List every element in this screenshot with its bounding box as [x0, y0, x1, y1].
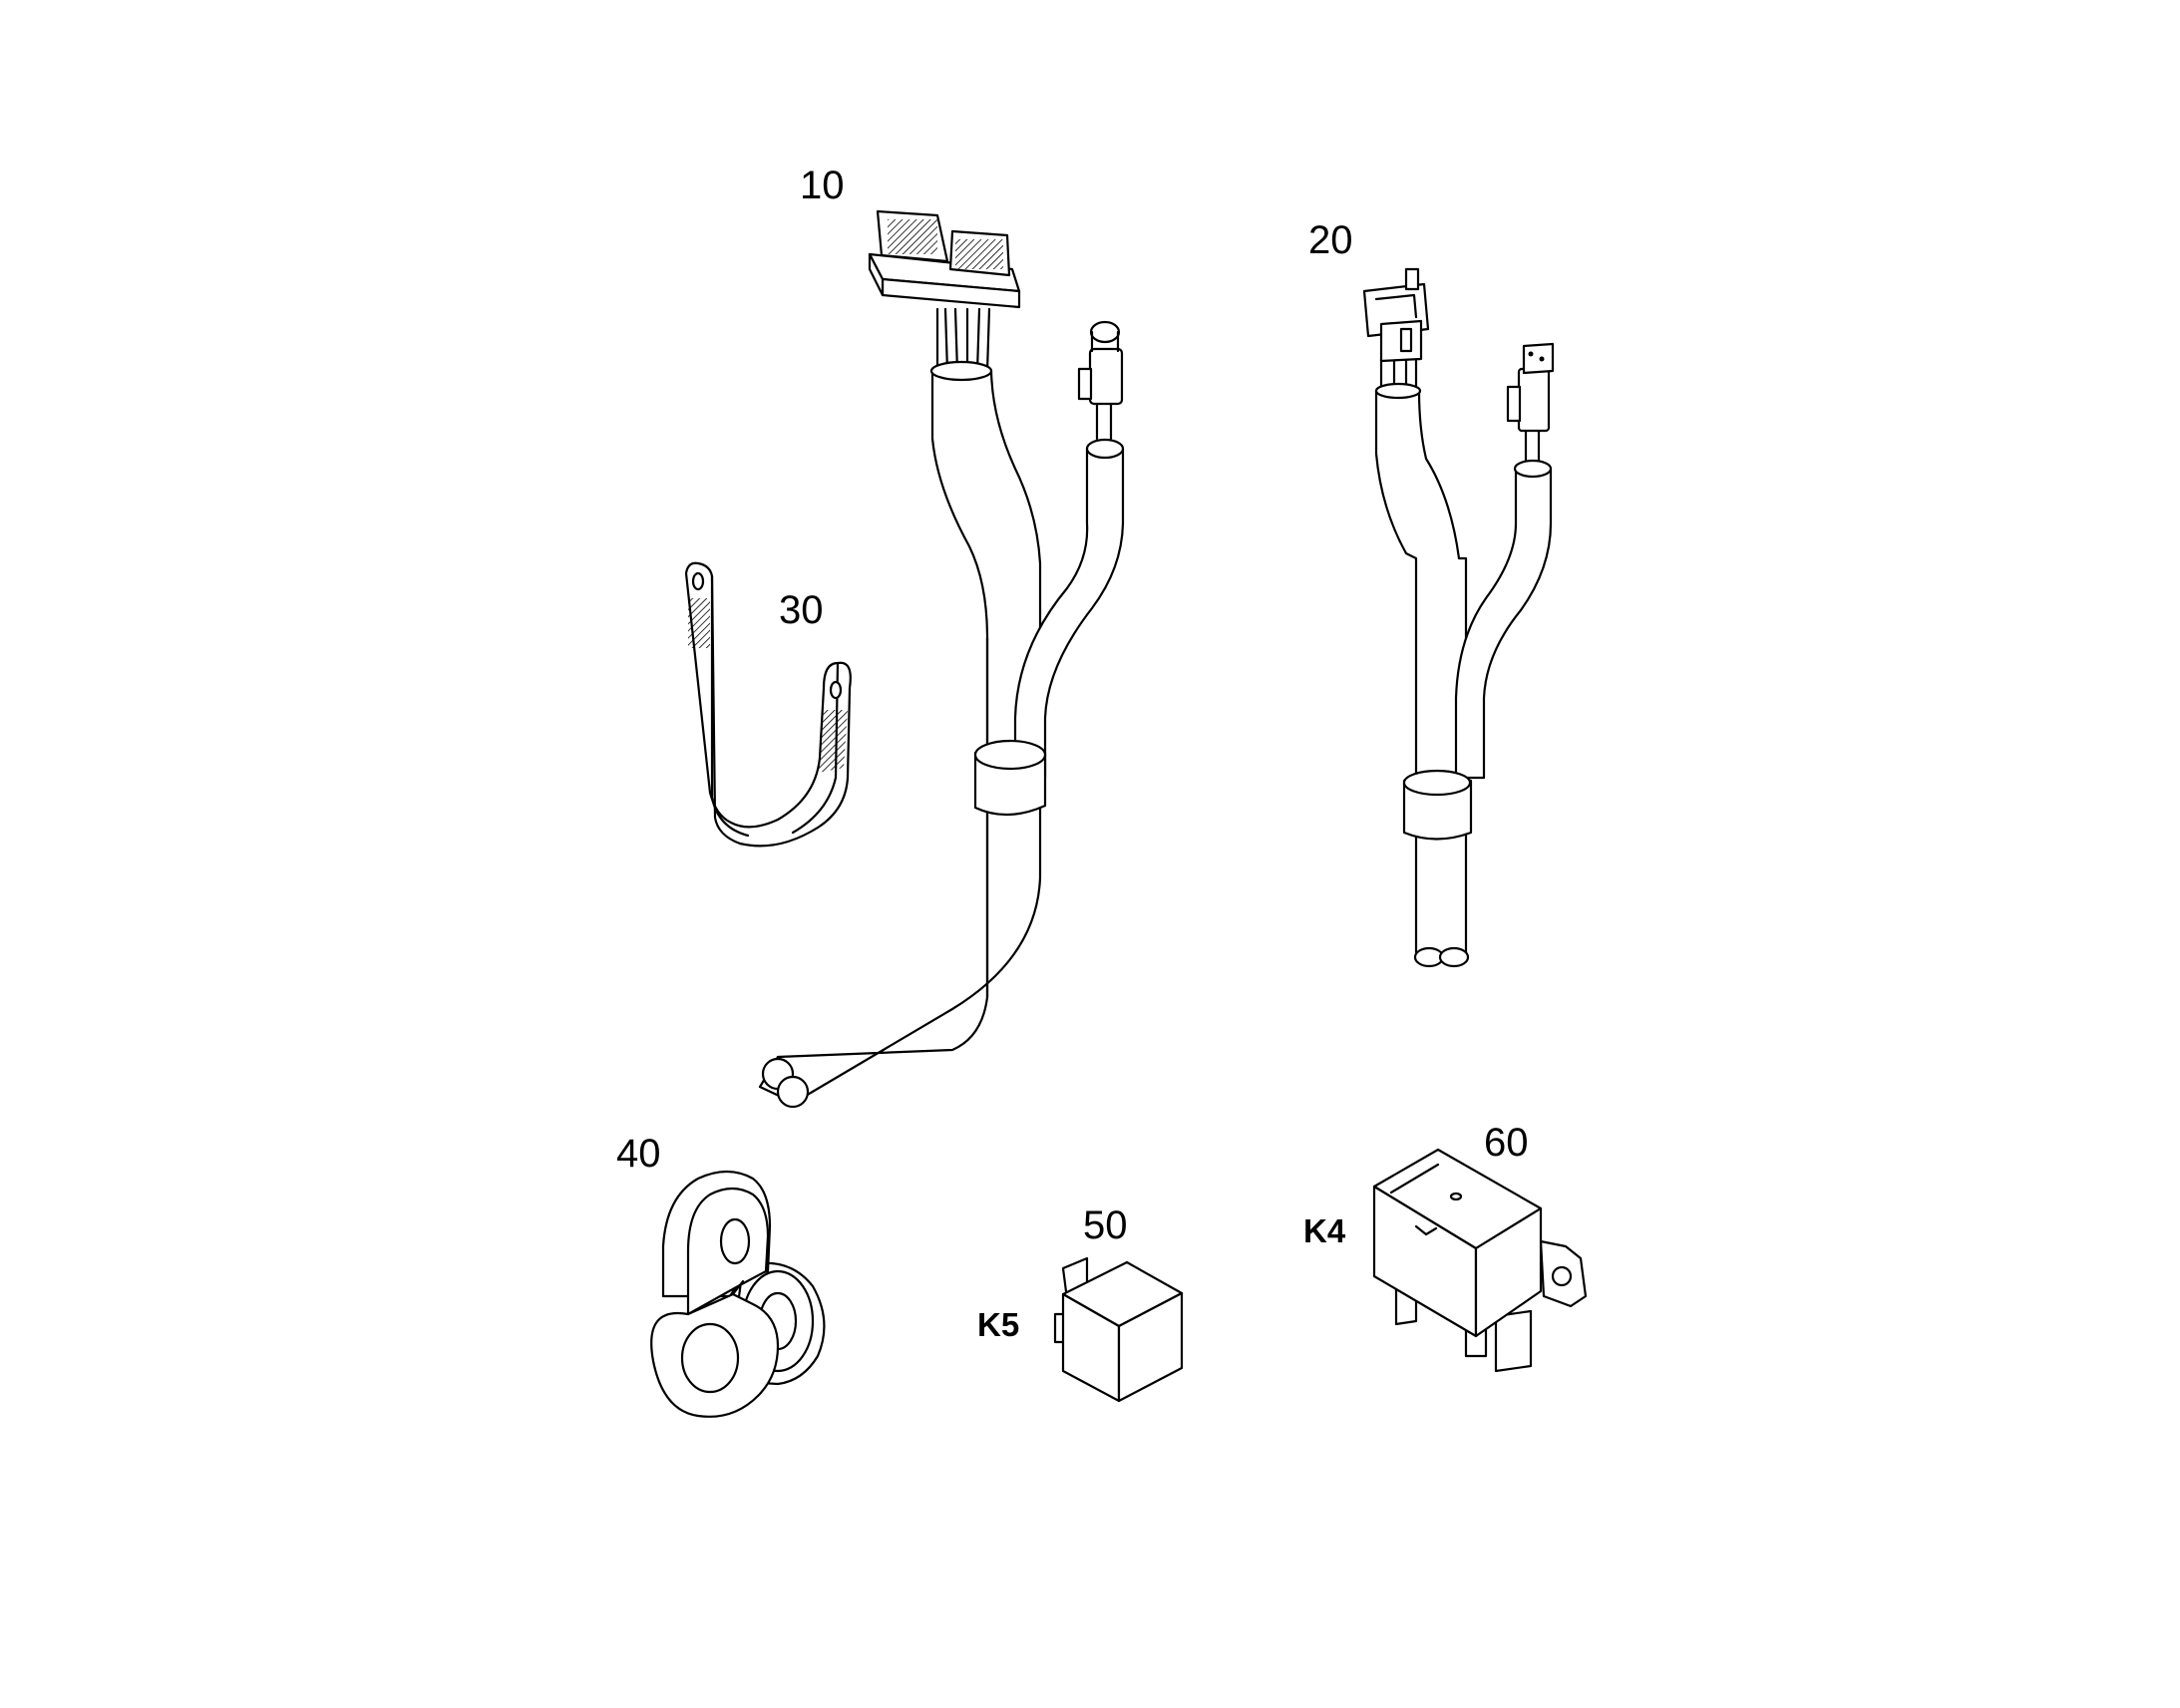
harness-10-wires [929, 307, 993, 382]
harness-20-wires [1374, 357, 1422, 400]
harness-10-small-connector [1077, 320, 1124, 441]
harness-10-main-cable [758, 369, 1042, 1105]
cable-clamp-40 [650, 1170, 826, 1418]
strap-bracket-30 [684, 561, 852, 848]
harness-20-main-connector [1362, 267, 1430, 363]
relay-60-k4 [1372, 1148, 1588, 1373]
callout-40: 40 [616, 1132, 661, 1176]
wiring-harness-20 [1362, 267, 1555, 968]
harness-10-main-connector [868, 209, 1021, 309]
callout-30: 30 [779, 588, 824, 632]
callout-50: 50 [1083, 1203, 1128, 1247]
wiring-harness-10 [758, 209, 1125, 1109]
callout-20: 20 [1308, 218, 1353, 262]
callout-10: 10 [800, 164, 845, 207]
harness-20-branch-cable [1454, 467, 1553, 780]
callout-60: 60 [1484, 1121, 1529, 1165]
harness-20-small-connector [1506, 342, 1555, 463]
relay-label-k5: K5 [977, 1306, 1019, 1343]
relay-50-k5 [1053, 1256, 1184, 1403]
harness-20-main-cable [1374, 389, 1468, 960]
relay-label-k4: K4 [1303, 1212, 1346, 1249]
